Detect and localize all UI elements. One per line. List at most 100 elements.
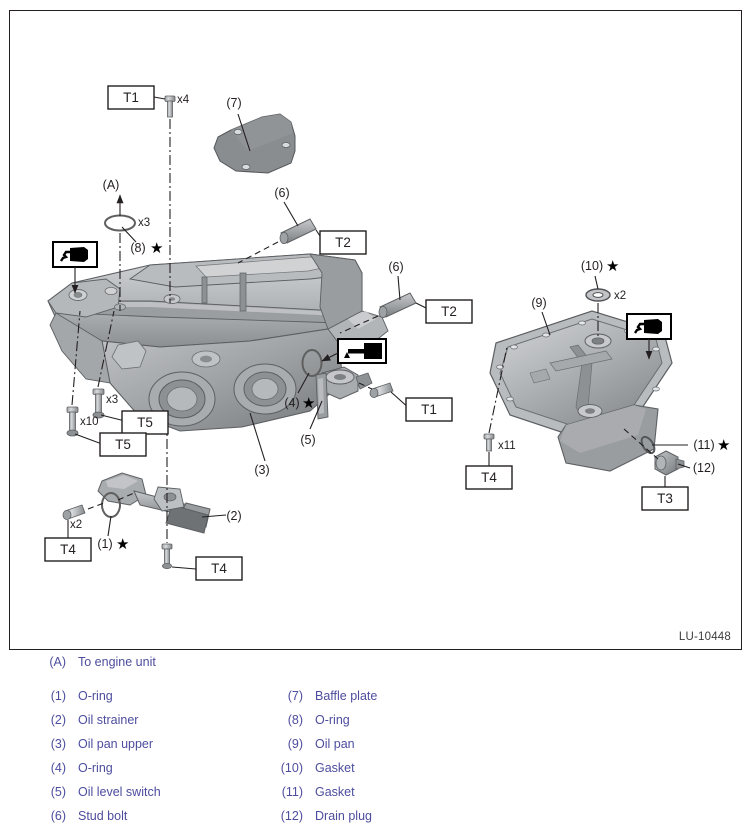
legend-value: Oil pan upper (78, 737, 154, 751)
legend-value: Gasket (315, 761, 355, 775)
legend-value: Drain plug (315, 809, 372, 823)
torque-box-t5-upper[interactable]: T5 (121, 410, 169, 435)
leader-9 (541, 311, 551, 336)
leader-10 (594, 275, 599, 290)
legend-item: (8) O-ring (263, 713, 503, 737)
star-marker-11: ★ (717, 437, 730, 454)
qty-strainer-bolt: x2 (70, 519, 82, 531)
legend-item: (1) O-ring (26, 689, 266, 713)
legend-value: Oil strainer (78, 713, 139, 727)
legend-column-right: (7) Baffle plate (8) O-ring (9) Oil pan … (263, 655, 503, 833)
leader-t4-strainer-bottom (171, 566, 197, 570)
qty-oring-8: x3 (138, 217, 150, 229)
torque-box-label: T4 (481, 470, 497, 485)
axis-oring-1b (117, 492, 135, 501)
part-gasket-10 (585, 288, 611, 302)
legend-value: O-ring (315, 713, 350, 727)
torque-box-label: T1 (421, 402, 437, 417)
torque-box-t4-oilpan[interactable]: T4 (465, 465, 513, 490)
part-oil-strainer (97, 472, 211, 534)
torque-box-t5-lower[interactable]: T5 (99, 432, 147, 457)
callout-7: (7) (226, 96, 241, 110)
legend-key: (10) (280, 761, 303, 775)
part-oring-8 (104, 214, 136, 232)
torque-box-t2-upper[interactable]: T2 (319, 230, 367, 255)
axis-stud-lower (339, 315, 379, 334)
torque-box-label: T3 (657, 491, 673, 506)
leader-3 (249, 412, 266, 462)
axis-oring-1 (87, 502, 105, 510)
leader-6-lower (397, 275, 401, 301)
callout-a: (A) (103, 178, 120, 192)
torque-box-t4-strainer-bottom[interactable]: T4 (195, 556, 243, 581)
leader-6-upper (283, 201, 299, 227)
leader-1 (107, 515, 112, 537)
axis-drain-plug (623, 428, 659, 460)
legend-item: (5) Oil level switch (26, 785, 266, 809)
grease-applicator-icon-center (321, 338, 387, 364)
sealant-applicator-icon-right (626, 313, 672, 360)
part-oil-pan (489, 310, 673, 472)
parts-legend: (A) To engine unit (1) O-ring (2) Oil st… (0, 655, 752, 836)
callout-9: (9) (531, 296, 546, 310)
legend-item: (11) Gasket (263, 785, 503, 809)
torque-box-t1-top[interactable]: T1 (107, 85, 155, 110)
part-oil-level-switch (315, 366, 373, 420)
part-stud-bolt-upper (279, 218, 317, 244)
star-marker-8: ★ (150, 240, 163, 257)
star-marker-4: ★ (302, 395, 315, 412)
legend-value: Oil level switch (78, 785, 161, 799)
legend-value: O-ring (78, 761, 113, 775)
legend-key: (4) (50, 761, 66, 775)
legend-key: (12) (280, 809, 303, 823)
legend-value: O-ring (78, 689, 113, 703)
legend-key: (1) (50, 689, 66, 703)
torque-box-label: T4 (60, 542, 76, 557)
legend-item: (10) Gasket (263, 761, 503, 785)
callout-12: (12) (693, 461, 715, 475)
star-marker-1: ★ (116, 536, 129, 553)
bolt-t5-upper (92, 388, 105, 419)
legend-value: To engine unit (78, 655, 156, 669)
qty-oilpan-bolts: x11 (498, 440, 516, 452)
part-baffle-plate (213, 113, 296, 174)
torque-box-t3-drainplug[interactable]: T3 (641, 486, 689, 511)
torque-box-label: T5 (137, 415, 153, 430)
legend-item: (4) O-ring (26, 761, 266, 785)
callout-8: (8) (130, 241, 145, 255)
legend-key: (7) (287, 689, 303, 703)
bolt-baffle-t1 (164, 95, 176, 118)
part-stud-bolt-lower (378, 292, 417, 318)
legend-key: (11) (281, 785, 303, 799)
legend-key: (3) (50, 737, 66, 751)
torque-box-t2-lower[interactable]: T2 (425, 299, 473, 324)
legend-column-left: (A) To engine unit (1) O-ring (2) Oil st… (26, 655, 266, 833)
torque-box-t4-strainer-left[interactable]: T4 (44, 537, 92, 562)
leader-5 (309, 400, 323, 430)
legend-key: (2) (50, 713, 66, 727)
legend-key: (5) (50, 785, 66, 799)
bolt-strainer-t4-left (62, 504, 86, 520)
leader-12 (677, 463, 691, 469)
legend-item: (7) Baffle plate (263, 689, 503, 713)
callout-4: (4) (284, 396, 299, 410)
leader-t1-top (153, 96, 166, 100)
torque-box-label: T2 (441, 304, 457, 319)
callout-6-lower: (6) (388, 260, 403, 274)
sealant-applicator-icon-left (52, 241, 98, 294)
legend-item: (3) Oil pan upper (26, 737, 266, 761)
qty-bolt-t5-upper: x3 (106, 394, 118, 406)
bolt-switch-t1 (369, 382, 394, 398)
leader-t5-lower (74, 433, 103, 445)
part-oring-4 (301, 349, 323, 377)
legend-value: Oil pan (315, 737, 355, 751)
callout-6-upper: (6) (274, 186, 289, 200)
legend-key: (6) (50, 809, 66, 823)
leader-4 (297, 372, 310, 394)
torque-box-t1-switch[interactable]: T1 (405, 397, 453, 422)
legend-item: (6) Stud bolt (26, 809, 266, 833)
exploded-parts-diagram: (A) (44, 85, 730, 581)
legend-key: (8) (287, 713, 303, 727)
axis-t5-upper (97, 310, 115, 388)
